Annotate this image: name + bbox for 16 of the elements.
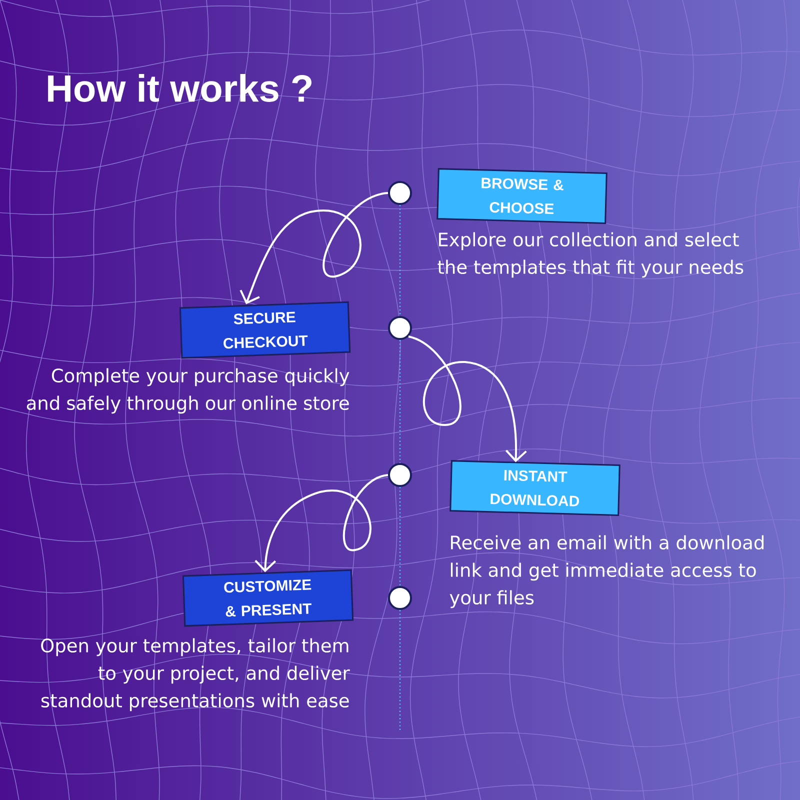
curly-arrow (408, 336, 527, 462)
timeline-line (399, 610, 401, 730)
step-description: Receive an email with a download link and get immediate access to your files (450, 535, 764, 608)
step-description: Explore our collection and select the templates that fit your needs (438, 232, 744, 278)
curly-arrow (254, 474, 388, 572)
timeline-line (399, 487, 401, 586)
title: How it works ? (48, 74, 312, 102)
step-label-box: CUSTOMIZE & PRESENT (182, 569, 354, 627)
step-description: Open your templates, tailor them to your project, and deliver standout presentations with ease (41, 638, 350, 712)
curly-arrow (240, 192, 388, 304)
timeline-line (399, 340, 401, 463)
step-label-box: INSTANT DOWNLOAD (450, 460, 620, 516)
step-description: Complete your purchase quickly and safely through our online store (26, 368, 350, 414)
step-label-box: SECURE CHECKOUT (179, 301, 351, 359)
step-label-box: BROWSE & CHOOSE (436, 168, 608, 224)
timeline-line (399, 205, 401, 316)
